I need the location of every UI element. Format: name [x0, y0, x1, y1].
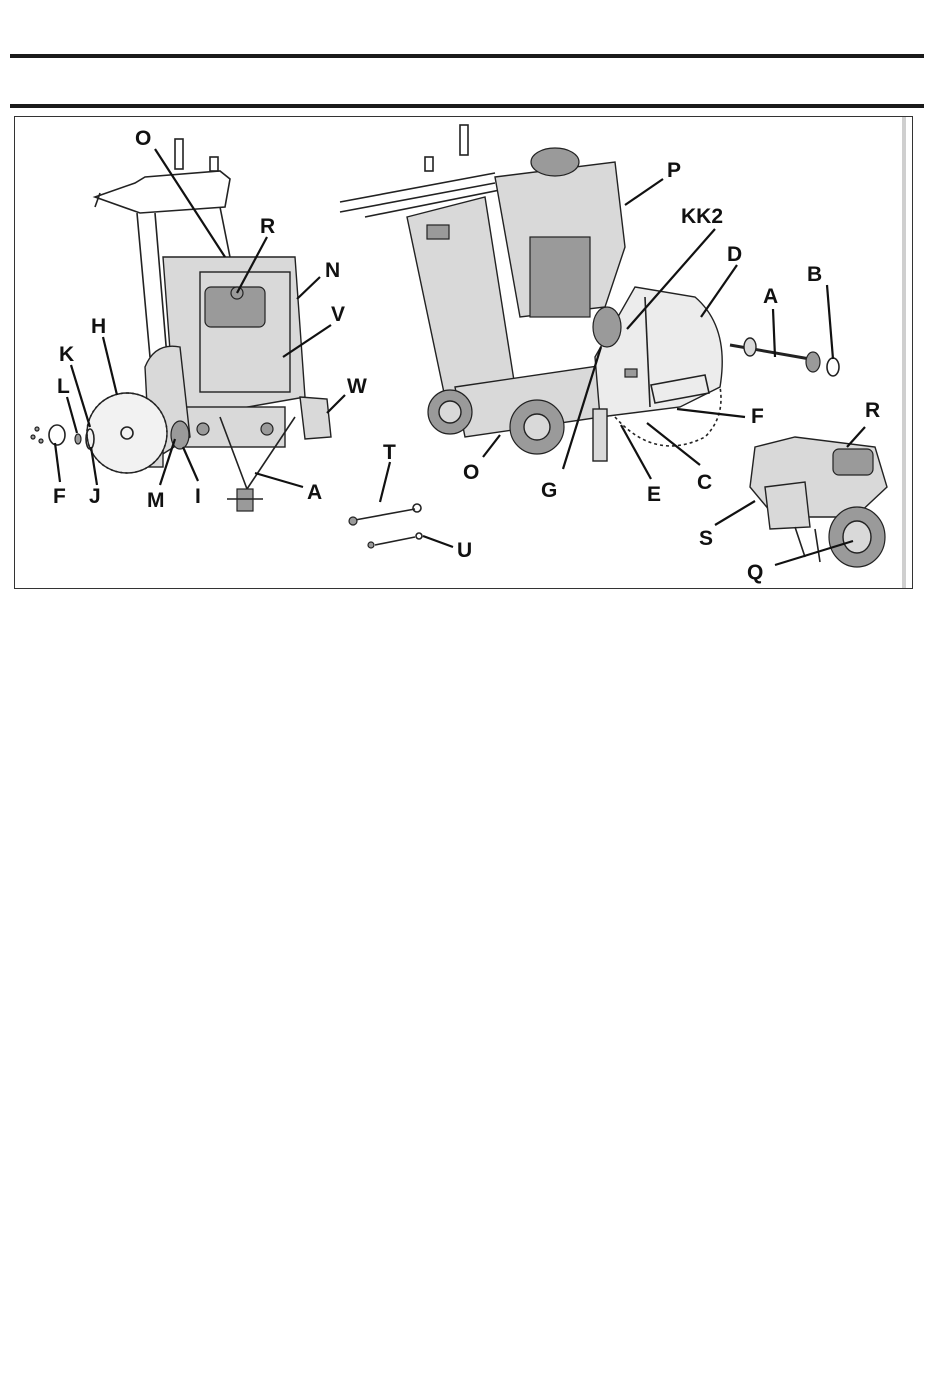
- callout-v: V: [331, 303, 345, 326]
- callout-l: L: [57, 375, 70, 398]
- floor-saw-parts-illustration: O R N V W H K L F J M I A T U P KK2 D A …: [15, 117, 912, 588]
- callout-p: P: [667, 159, 681, 182]
- header-rule-top: [10, 54, 924, 58]
- callout-a-right: A: [763, 285, 778, 308]
- callout-m: M: [147, 489, 165, 512]
- engine-drawing: [750, 437, 887, 567]
- callout-u: U: [457, 539, 472, 562]
- callout-q: Q: [747, 561, 763, 584]
- callout-f-right: F: [751, 405, 764, 428]
- callout-f-left: F: [53, 485, 66, 508]
- callout-o-right: O: [463, 461, 479, 484]
- callout-d: D: [727, 243, 742, 266]
- callout-r-left: R: [260, 215, 275, 238]
- callout-t: T: [383, 441, 396, 464]
- callout-c: C: [697, 471, 712, 494]
- callout-s: S: [699, 527, 713, 550]
- callout-w: W: [347, 375, 367, 398]
- callout-h: H: [91, 315, 106, 338]
- callout-n: N: [325, 259, 340, 282]
- callout-e: E: [647, 483, 661, 506]
- header-rule-bottom: [10, 104, 924, 108]
- parts-diagram-frame: O R N V W H K L F J M I A T U P KK2 D A …: [14, 116, 913, 589]
- callout-o-left: O: [135, 127, 151, 150]
- callout-r-right: R: [865, 399, 880, 422]
- callout-i: I: [195, 485, 201, 508]
- callout-j: J: [89, 485, 101, 508]
- callout-a-left: A: [307, 481, 322, 504]
- callout-k: K: [59, 343, 74, 366]
- wrench-tools-drawing: [349, 504, 422, 548]
- left-machine-drawing: [31, 139, 331, 511]
- callout-g: G: [541, 479, 557, 502]
- callout-b: B: [807, 263, 822, 286]
- callout-kk2: KK2: [681, 205, 723, 228]
